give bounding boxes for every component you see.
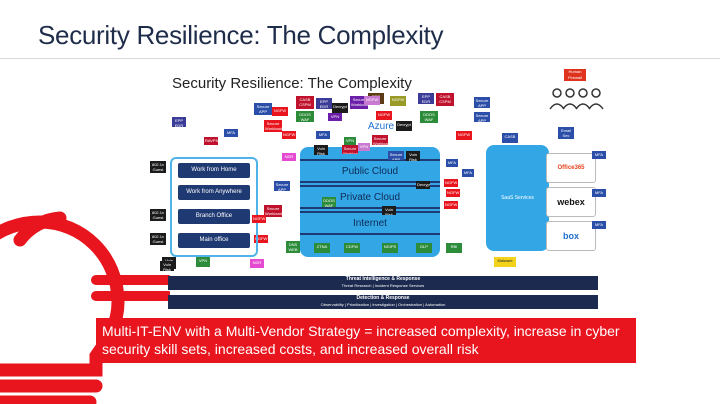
public-cloud: Public Cloud bbox=[300, 159, 440, 183]
tag-top-15: DDOS WAF bbox=[420, 111, 438, 123]
env-work-from-anywhere: Work from Anywhere bbox=[178, 185, 250, 200]
tool-dlp: DLP bbox=[416, 243, 432, 253]
title-divider bbox=[0, 58, 720, 59]
tag-mid-15: Secure Workload bbox=[372, 135, 388, 145]
tag-left-1: EPP EDR bbox=[172, 117, 186, 127]
detection-response-title: Detection & Response bbox=[356, 295, 410, 301]
internet: Internet bbox=[300, 211, 440, 235]
detection-response-bar: Detection & Response Observability | Pri… bbox=[168, 295, 598, 309]
tag-mid-4: Secure Workload bbox=[342, 145, 358, 154]
callout-text: Multi-IT-ENV with a Multi-Vendor Strateg… bbox=[96, 318, 636, 363]
people-icon bbox=[549, 88, 604, 110]
threat-intel-subtitle: Threat Research | Incident Response Serv… bbox=[341, 283, 425, 288]
guest-tag-2: 802.1x Guest bbox=[150, 209, 166, 221]
tag-left-10: Secure APP bbox=[274, 181, 290, 191]
tag-mid-16: VPN bbox=[344, 137, 356, 145]
tag-top-13: VPN bbox=[328, 113, 342, 121]
tag-mid-10: DDOS WAF bbox=[322, 197, 336, 207]
tag-mid-2: Secure APP bbox=[388, 151, 404, 160]
tag-mid-11: Vuln Risk bbox=[382, 206, 396, 215]
tag-top-2: EPP EDR bbox=[316, 98, 332, 109]
tag-left-9: NGFW bbox=[254, 235, 268, 243]
tag-top-19: Secure APP bbox=[474, 112, 490, 122]
tag-mid-14: NGFW bbox=[444, 201, 458, 209]
tag-left-2: MFA bbox=[224, 129, 238, 137]
guest-tag-1: 802.1x Guest bbox=[150, 161, 166, 173]
complexity-diagram: Security Resilience: The Complexity Huma… bbox=[100, 65, 622, 313]
tag-left-4: NGFW bbox=[282, 131, 296, 139]
tag-mid-7: MFA bbox=[446, 159, 458, 167]
tag-top-8: CASB CSPM bbox=[436, 93, 454, 106]
tag-mid-5: Decrypt bbox=[416, 181, 430, 189]
tag-left-5: NDR bbox=[282, 153, 296, 161]
private-cloud: Private Cloud bbox=[300, 185, 440, 209]
tag-mid-9: NGFW bbox=[446, 189, 460, 197]
env-main-office: Main office bbox=[178, 233, 250, 248]
environment-group bbox=[170, 157, 258, 257]
tag-mid-3: Vuln Risk bbox=[406, 151, 420, 161]
tag-top-20: NGFW bbox=[456, 131, 472, 140]
tag-top-9: NGFW bbox=[364, 96, 380, 105]
malware-tag: Malware bbox=[494, 257, 516, 267]
env-branch-office: Branch Office bbox=[178, 209, 250, 224]
tag-right-3: MFA bbox=[592, 221, 606, 229]
tool-dns-web: DNS WEB bbox=[286, 241, 300, 253]
human-firewall-label: Human Firewall bbox=[564, 69, 586, 81]
tag-top-14: Decrypt bbox=[396, 121, 412, 131]
tag-mid-13: NGFW bbox=[252, 215, 266, 223]
tag-top-7: EPP EDR bbox=[418, 93, 434, 104]
tag-top-11: NGFW bbox=[272, 107, 288, 116]
tag-mid-6: NGFW bbox=[444, 179, 458, 187]
tag-top-18: Secure APP bbox=[474, 97, 490, 108]
tag-mid-12: VPN bbox=[358, 143, 370, 151]
tag-left-6: Secure Workload bbox=[264, 205, 282, 217]
tag-bottom-left-1: Vuln Risk bbox=[160, 261, 174, 271]
vendor-box: box bbox=[546, 221, 596, 251]
threat-intel-title: Threat Intelligence & Response bbox=[345, 276, 421, 282]
email-sec-tag: Email Sec bbox=[558, 127, 574, 139]
detection-response-subtitle: Observability | Prioritization | Investi… bbox=[320, 302, 446, 307]
env-work-from-home: Work from Home bbox=[178, 163, 250, 178]
tool-cdfw: CDFW bbox=[344, 243, 360, 253]
saas-services: SaaS Services bbox=[486, 145, 549, 251]
casb-tag: CASB bbox=[502, 133, 518, 143]
tag-top-17: Secure Workload bbox=[264, 120, 282, 132]
tag-right-2: MFA bbox=[592, 189, 606, 197]
tag-left-3: RAVPN bbox=[204, 137, 218, 145]
diagram-title: Security Resilience: The Complexity bbox=[172, 75, 412, 92]
azure-label: Azure bbox=[368, 121, 395, 132]
tool-rbi: RBI bbox=[446, 243, 462, 253]
tag-mid-8: MFA bbox=[462, 169, 474, 177]
tag-top-4: Secure Workload bbox=[350, 96, 368, 109]
guest-tag-3: 802.1x Guest bbox=[150, 233, 166, 245]
threat-intel-bar: Threat Intelligence & Response Threat Re… bbox=[168, 276, 598, 290]
vendor-webex: webex bbox=[546, 187, 596, 217]
tag-top-1: CASB CSPM bbox=[296, 96, 314, 109]
tag-top-16: NGFW bbox=[376, 111, 392, 120]
tag-top-10: Secure APP bbox=[254, 103, 272, 115]
tag-bottom-left-3: NDR bbox=[250, 259, 264, 268]
tag-bottom-left-2: VPN bbox=[196, 257, 210, 266]
tag-top-12: DDOS WAF bbox=[296, 111, 314, 122]
slide-title: Security Resilience: The Complexity bbox=[38, 20, 444, 50]
tool-ngips: NGIPS bbox=[382, 243, 398, 253]
tag-mid-1: Vuln Risk bbox=[314, 145, 328, 155]
tag-top-6: NGFW bbox=[390, 96, 406, 106]
tag-top-3: Decrypt bbox=[332, 103, 348, 113]
vendor-office365: Office365 bbox=[546, 153, 596, 183]
tag-right-1: MFA bbox=[592, 151, 606, 159]
tool-ztna: ZTNA bbox=[314, 243, 330, 253]
tag-right-4: MFA bbox=[316, 131, 330, 139]
